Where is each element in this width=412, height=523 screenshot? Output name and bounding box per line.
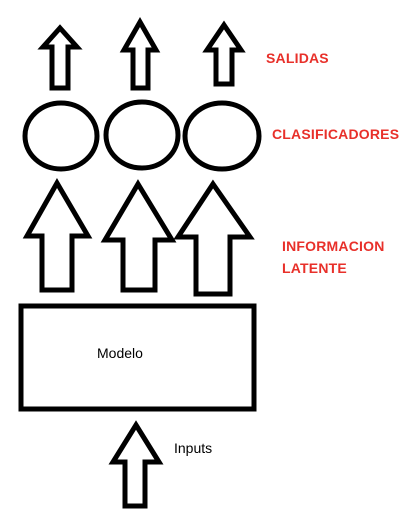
- output-arrow-1: [37, 24, 83, 91]
- latent-info-label-line1: INFORMACION: [282, 238, 385, 254]
- outputs-label: SALIDAS: [266, 50, 329, 66]
- classifier-ellipse-3: [182, 100, 262, 172]
- classifier-ellipse-1: [22, 100, 100, 172]
- model-label: Modelo: [97, 345, 143, 361]
- classifier-ellipse-2: [103, 99, 181, 171]
- latent-info-label-line2: LATENTE: [282, 260, 347, 276]
- model-box: [18, 303, 257, 412]
- classifiers-label: CLASIFICADORES: [272, 126, 400, 142]
- latent-arrow-1: [22, 177, 93, 293]
- latent-arrow-2: [100, 179, 177, 293]
- input-arrow: [108, 420, 164, 509]
- output-arrow-3: [202, 20, 246, 87]
- output-arrow-2: [119, 16, 161, 91]
- inputs-label: Inputs: [174, 440, 213, 456]
- latent-arrow-3: [173, 179, 255, 297]
